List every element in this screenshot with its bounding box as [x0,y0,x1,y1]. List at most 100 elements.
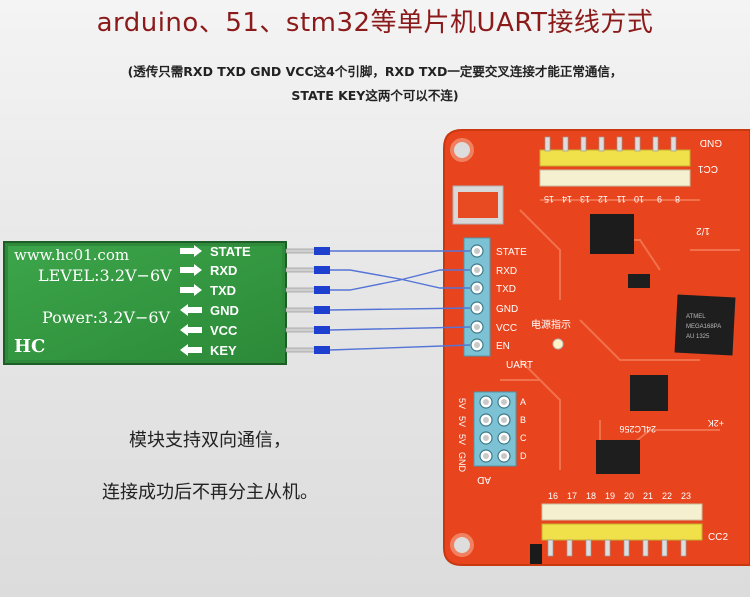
gnd-label-top: GND [700,137,722,148]
caption-line1: 模块支持双向通信， [129,430,291,451]
wiring-note-line1: (透传只需RXD TXD GND VCC这4个引脚，RXD TXD一定要交叉连接… [127,64,623,79]
uart-wire [330,269,470,289]
wiring-note-line2: STATE KEY这两个可以不连) [291,88,459,103]
module-pin-label: VCC [210,323,238,338]
pin-number: 12 [598,194,608,204]
pin-number: 22 [662,491,672,501]
wire-connector [314,326,330,334]
uart-wire [330,269,470,291]
module-header-pins [285,247,330,354]
uart-label: UART [506,360,533,371]
pin-number: 8 [675,194,680,204]
module-header-pin [285,248,317,254]
ad-header-pin [483,453,489,459]
uart-header-pin [474,285,480,291]
ad-header-pin [501,399,507,405]
module-level-spec: LEVEL:3.2V−6V [38,266,172,285]
pin-number: 16 [548,491,558,501]
wire-connector [314,247,330,255]
chip-small-1 [590,214,634,254]
arrow-left-icon [180,304,202,316]
svg-text:MEGA168PA: MEGA168PA [686,324,721,330]
hc-logo: HC [14,336,45,357]
uart-pin-label: GND [496,304,518,315]
uart-pin-label: RXD [496,266,517,277]
ad-header-pin [483,435,489,441]
top-header [539,136,691,187]
ad-header-pin [501,453,507,459]
transistor [628,274,650,288]
pin-number: 13 [580,194,590,204]
pin-number: 11 [617,194,626,204]
caption-line2: 连接成功后不再分主从机。 [102,482,318,503]
arrow-right-icon [180,245,202,257]
side-number: 1/2 [696,225,710,236]
ad-pin-label: C [520,433,527,443]
mount-hole [450,533,474,557]
module-pin-label: KEY [210,343,237,358]
module-header-pin [285,307,317,313]
ad-pin-label: 5V [457,398,467,409]
pin-number: 20 [624,491,634,501]
module-pin-label: RXD [210,263,237,278]
svg-text:24LC256: 24LC256 [619,424,656,434]
ad-pin-label: 5V [457,434,467,445]
uart-header-pin [474,342,480,348]
ad-pin-label: D [520,451,527,461]
uart-header [463,237,491,357]
pin-number: 19 [605,491,615,501]
ad-pin-label: A [520,397,526,407]
uart-wire [329,344,471,351]
ad-pin-label: GND [457,452,467,473]
svg-text:AU 1325: AU 1325 [686,334,710,340]
arrow-left-icon [180,324,202,336]
module-pin-labels: STATE RXD TXD GND VCC KEY [210,244,251,358]
ad-pin-label: B [520,415,526,425]
module-website: www.hc01.com [14,246,129,264]
uart-wires [329,250,471,351]
uart-pin-label: VCC [496,323,517,334]
module-pin-label: TXD [210,283,236,298]
module-header-pin [285,287,317,293]
uart-wire [329,307,471,311]
pin-number: 23 [681,491,691,501]
ad-pin-label: 5V [457,416,467,427]
main-mcu-chip: ATMEL MEGA168PA AU 1325 [674,294,736,356]
cc1-label: CC1 [698,163,718,174]
uart-header-pins [470,244,484,352]
ad-header-pin [483,399,489,405]
bottom-header [530,503,703,564]
mount-hole [450,138,474,162]
arrow-right-icon [180,264,202,276]
module-header-pin [285,267,317,273]
ad-header-pin [483,417,489,423]
pin-number: 14 [562,194,572,204]
module-pin-label: GND [210,303,239,318]
uart-pin-label: TXD [496,284,516,295]
pin-number: 18 [586,491,596,501]
uart-header-pin [474,267,480,273]
uart-header-pin [474,324,480,330]
ad-header-pin [501,417,507,423]
module-header-pin [285,327,317,333]
module-header-pin [285,347,317,353]
uart-wire [329,326,471,331]
arrow-right-icon [180,284,202,296]
wire-connector [314,266,330,274]
ad-label: AD [477,474,491,485]
chip-lower [596,440,640,474]
wire-connector [314,286,330,294]
uart-pin-label: EN [496,341,510,352]
eeprom-chip: 24LC256 [619,375,668,434]
wire-connector [314,346,330,354]
module-pin-label: STATE [210,244,251,259]
module-pin-arrows [180,245,202,356]
uart-header-pin [474,248,480,254]
side-number: +2K [708,418,724,428]
arrow-left-icon [180,344,202,356]
module-power-spec: Power:3.2V−6V [42,308,171,327]
